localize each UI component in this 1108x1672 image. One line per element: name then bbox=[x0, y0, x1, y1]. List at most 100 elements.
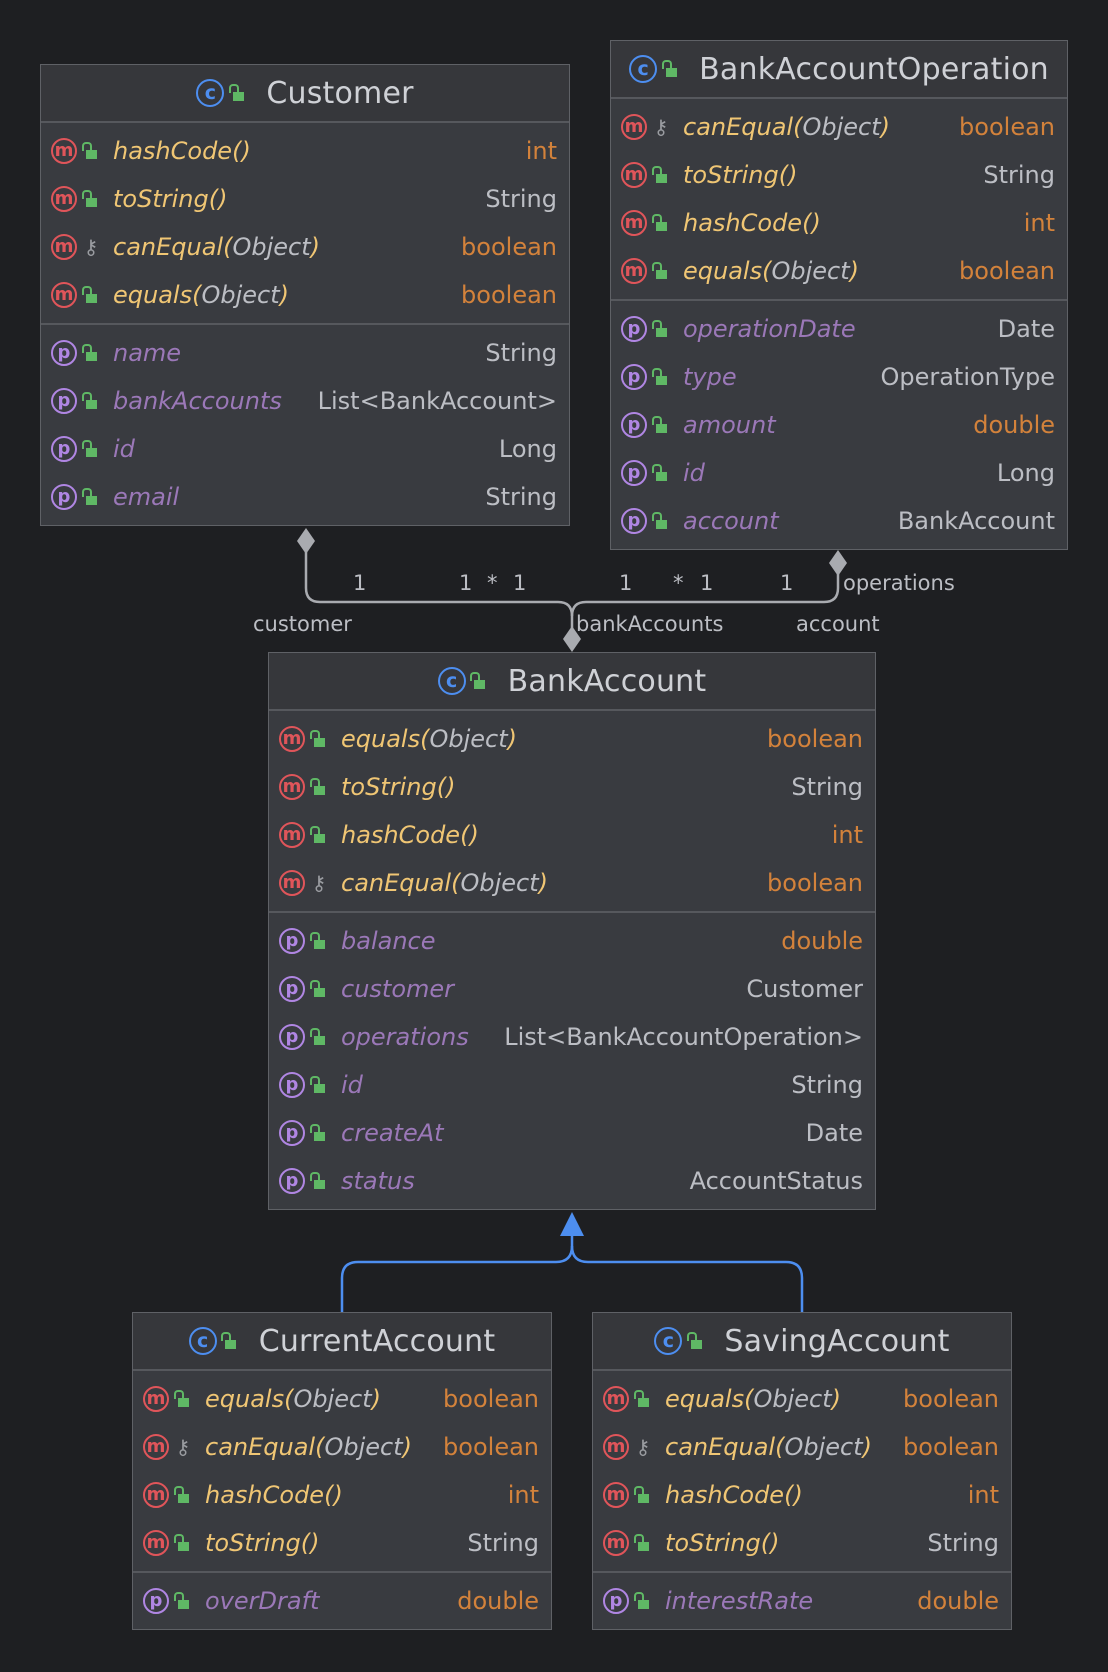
property-icon: p bbox=[621, 412, 647, 438]
method-icon: m bbox=[279, 870, 305, 896]
method-row[interactable]: m⚷canEqual(Object)boolean bbox=[133, 1423, 551, 1471]
method-row[interactable]: m⚷canEqual(Object)boolean bbox=[269, 859, 875, 907]
class-name: CurrentAccount bbox=[258, 1323, 496, 1359]
method-signature: hashCode() bbox=[113, 137, 251, 165]
method-icon: m bbox=[621, 258, 647, 284]
key-icon: ⚷ bbox=[311, 871, 327, 895]
class-header[interactable]: c CurrentAccount bbox=[133, 1313, 551, 1371]
property-name: type bbox=[683, 363, 737, 391]
return-type: boolean bbox=[959, 257, 1055, 285]
key-icon: ⚷ bbox=[635, 1435, 651, 1459]
property-icon: p bbox=[51, 340, 77, 366]
property-type: List<BankAccount> bbox=[317, 387, 557, 415]
method-row[interactable]: m⚷canEqual(Object)boolean bbox=[41, 223, 569, 271]
lock-open-icon bbox=[629, 1389, 657, 1407]
property-icon: p bbox=[279, 976, 305, 1002]
multiplicity-1: 1 bbox=[353, 571, 367, 595]
method-icon: m bbox=[279, 726, 305, 752]
return-type: String bbox=[467, 1529, 539, 1557]
method-row[interactable]: m⚷canEqual(Object)boolean bbox=[593, 1423, 1011, 1471]
label-operations-end: operations bbox=[843, 571, 955, 595]
lock-open-icon bbox=[77, 391, 105, 409]
property-name: name bbox=[113, 339, 182, 367]
lock-open-icon bbox=[305, 931, 333, 949]
class-name: SavingAccount bbox=[724, 1323, 950, 1359]
property-name: id bbox=[341, 1071, 363, 1099]
property-icon: p bbox=[51, 484, 77, 510]
lock-open-icon bbox=[169, 1591, 197, 1609]
property-icon: p bbox=[279, 1024, 305, 1050]
method-signature: canEqual(Object) bbox=[341, 869, 549, 897]
edge-operation-bankaccount bbox=[570, 566, 840, 617]
method-signature: toString() bbox=[113, 185, 228, 213]
lock-open-icon bbox=[169, 1485, 197, 1503]
return-type: String bbox=[791, 773, 863, 801]
property-type: AccountStatus bbox=[689, 1167, 863, 1195]
label-bankaccounts-end: bankAccounts bbox=[576, 612, 724, 636]
property-type: Long bbox=[996, 459, 1055, 487]
property-type: Date bbox=[805, 1119, 863, 1147]
lock-open-icon bbox=[305, 729, 333, 747]
property-type: BankAccount bbox=[897, 507, 1055, 535]
property-name: customer bbox=[341, 975, 455, 1003]
lock-open-icon bbox=[305, 825, 333, 843]
property-type: List<BankAccountOperation> bbox=[504, 1023, 863, 1051]
method-icon: m bbox=[143, 1386, 169, 1412]
method-signature: toString() bbox=[683, 161, 798, 189]
method-signature: hashCode() bbox=[341, 821, 479, 849]
method-icon: m bbox=[143, 1482, 169, 1508]
property-icon: p bbox=[621, 316, 647, 342]
return-type: int bbox=[1023, 209, 1055, 237]
class-icon: c bbox=[188, 1327, 217, 1355]
diamond-customer bbox=[297, 528, 315, 554]
method-row[interactable]: m⚷canEqual(Object)boolean bbox=[611, 103, 1067, 151]
lock-open-icon bbox=[647, 319, 675, 337]
property-type: String bbox=[485, 483, 557, 511]
property-name: status bbox=[341, 1167, 415, 1195]
